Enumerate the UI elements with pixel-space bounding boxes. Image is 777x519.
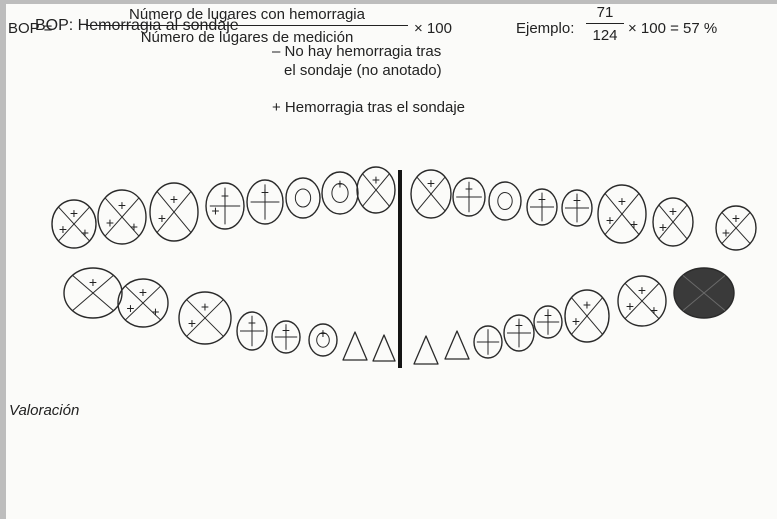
bleeding-plus-mark: + xyxy=(261,184,269,200)
upper-tooth-16: ++ xyxy=(716,206,756,250)
upper-tooth-4: ++ xyxy=(206,183,244,229)
canine-outline xyxy=(445,331,469,359)
bleeding-plus-mark: + xyxy=(59,221,67,237)
bleeding-plus-mark: + xyxy=(158,210,166,226)
bleeding-plus-mark: + xyxy=(606,212,614,228)
lower-tooth-13: + xyxy=(534,306,562,338)
teeth-group: ++++++++++++++++++++++++++++++++++++++++ xyxy=(52,167,756,364)
bleeding-plus-mark: + xyxy=(372,172,380,188)
canine-outline xyxy=(373,335,395,361)
bleeding-plus-mark: + xyxy=(211,203,219,219)
example-fraction: 71 124 xyxy=(586,4,624,44)
tooth-outline xyxy=(489,182,521,220)
example-denominator: 124 xyxy=(586,23,624,44)
upper-tooth-12: + xyxy=(527,189,557,225)
tooth-inner xyxy=(295,189,310,207)
lower-tooth-11 xyxy=(474,326,502,358)
formula-lhs: BOP = xyxy=(8,20,52,37)
bleeding-plus-mark: + xyxy=(248,314,256,330)
bleeding-plus-mark: + xyxy=(118,197,126,213)
bleeding-plus-mark: + xyxy=(465,180,473,196)
lower-tooth-2: +++ xyxy=(118,279,168,327)
upper-tooth-14: +++ xyxy=(598,185,646,243)
lower-tooth-7 xyxy=(343,332,367,360)
upper-tooth-9: + xyxy=(411,170,451,218)
bleeding-plus-mark: + xyxy=(427,175,435,191)
canine-outline xyxy=(343,332,367,360)
bleeding-plus-mark: + xyxy=(188,315,196,331)
bleeding-plus-mark: + xyxy=(130,218,138,234)
lower-tooth-12: + xyxy=(504,315,534,351)
tooth-outline xyxy=(286,178,320,218)
bleeding-plus-mark: + xyxy=(336,176,344,192)
upper-tooth-11 xyxy=(489,182,521,220)
lower-tooth-16 xyxy=(674,268,734,318)
bleeding-plus-mark: + xyxy=(626,298,634,314)
lower-tooth-4: + xyxy=(237,312,267,350)
bleeding-plus-mark: + xyxy=(618,193,626,209)
upper-tooth-10: + xyxy=(453,178,485,216)
formula-multiplier: × 100 xyxy=(414,20,452,37)
bleeding-plus-mark: + xyxy=(106,214,114,230)
bleeding-plus-mark: + xyxy=(126,300,134,316)
bleeding-plus-mark: + xyxy=(81,224,89,240)
lower-tooth-14: ++ xyxy=(565,290,609,342)
dental-chart: ++++++++++++++++++++++++++++++++++++++++ xyxy=(6,4,777,519)
bleeding-plus-mark: + xyxy=(515,317,523,333)
bleeding-plus-mark: + xyxy=(732,210,740,226)
bleeding-plus-mark: + xyxy=(221,188,229,204)
example-numerator: 71 xyxy=(586,4,624,23)
bleeding-plus-mark: + xyxy=(139,284,147,300)
upper-tooth-2: +++ xyxy=(98,190,146,244)
upper-tooth-7: + xyxy=(322,172,358,214)
bleeding-plus-mark: + xyxy=(722,224,730,240)
upper-tooth-5: + xyxy=(247,180,283,224)
formula-fraction: Número de lugares con hemorragia Número … xyxy=(86,6,408,46)
upper-tooth-6 xyxy=(286,178,320,218)
bleeding-plus-mark: + xyxy=(70,205,78,221)
bop-diagram-panel: BOP: Hemorragia al sondaje – No hay hemo… xyxy=(6,4,777,519)
bleeding-plus-mark: + xyxy=(659,219,667,235)
bleeding-plus-mark: + xyxy=(650,302,658,318)
bleeding-plus-mark: + xyxy=(151,303,159,319)
bleeding-plus-mark: + xyxy=(89,274,97,290)
bleeding-plus-mark: + xyxy=(572,313,580,329)
upper-tooth-1: +++ xyxy=(52,200,96,248)
bleeding-plus-mark: + xyxy=(630,216,638,232)
tooth-inner xyxy=(498,192,512,209)
lower-tooth-1: + xyxy=(64,268,122,318)
example-label: Ejemplo: xyxy=(516,20,574,37)
bleeding-plus-mark: + xyxy=(538,191,546,207)
lower-tooth-15: +++ xyxy=(618,276,666,326)
bleeding-plus-mark: + xyxy=(638,282,646,298)
bleeding-plus-mark: + xyxy=(573,192,581,208)
bleeding-plus-mark: + xyxy=(319,325,327,341)
example-result: × 100 = 57 % xyxy=(628,20,717,37)
lower-tooth-6: + xyxy=(309,324,337,356)
lower-tooth-8 xyxy=(373,335,395,361)
bleeding-plus-mark: + xyxy=(669,203,677,219)
formula-denominator: Número de lugares de medición xyxy=(86,25,408,46)
canine-outline xyxy=(414,336,438,364)
lower-tooth-5: + xyxy=(272,321,300,353)
upper-tooth-15: ++ xyxy=(653,198,693,246)
upper-tooth-13: + xyxy=(562,190,592,226)
bleeding-plus-mark: + xyxy=(201,298,209,314)
upper-tooth-8: + xyxy=(357,167,395,213)
upper-tooth-3: ++ xyxy=(150,183,198,241)
bleeding-plus-mark: + xyxy=(170,191,178,207)
bleeding-plus-mark: + xyxy=(282,322,290,338)
formula-numerator: Número de lugares con hemorragia xyxy=(86,6,408,25)
lower-tooth-9 xyxy=(414,336,438,364)
bleeding-plus-mark: + xyxy=(583,296,591,312)
bleeding-plus-mark: + xyxy=(544,307,552,323)
section-label-valoracion: Valoración xyxy=(9,402,79,419)
lower-tooth-3: ++ xyxy=(179,292,231,344)
lower-tooth-10 xyxy=(445,331,469,359)
